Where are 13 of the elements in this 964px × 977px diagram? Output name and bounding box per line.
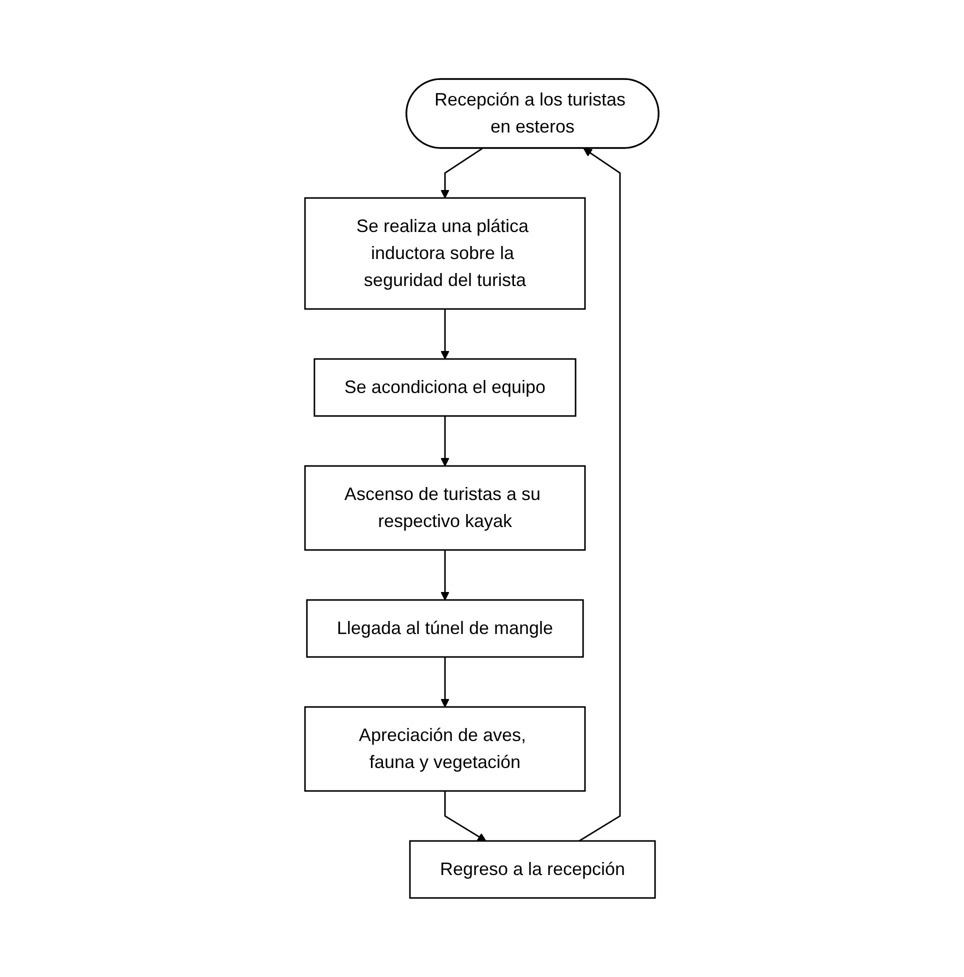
node-box: Se acondiciona el equipo xyxy=(314,358,577,417)
arrow xyxy=(440,550,450,600)
arrow xyxy=(578,148,621,842)
arrow xyxy=(440,657,450,708)
arrow xyxy=(440,416,450,466)
arrow xyxy=(440,309,450,360)
arrow xyxy=(440,148,483,198)
node-box: Regreso a la recepción xyxy=(409,840,656,899)
node-box: Se realiza una plática inductora sobre la seguridad del turista xyxy=(304,197,586,310)
arrow xyxy=(444,791,486,842)
node-box: Llegada al túnel de mangle xyxy=(306,599,584,658)
node-box: Ascenso de turistas a su respectivo kayak xyxy=(304,465,586,551)
node-box: Apreciación de aves, fauna y vegetación xyxy=(304,706,586,792)
